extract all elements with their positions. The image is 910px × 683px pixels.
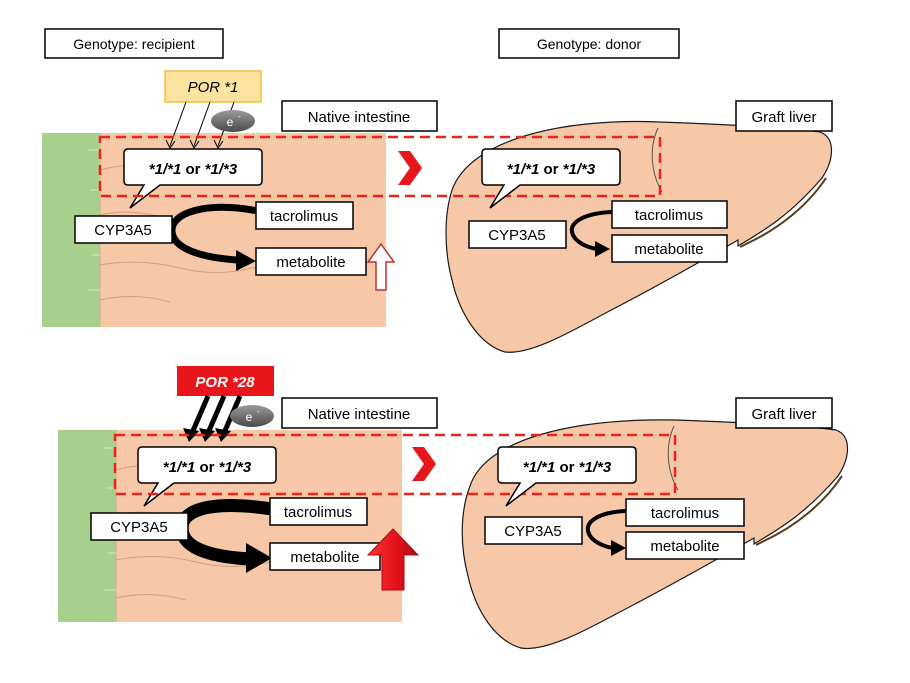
product-label: metabolite [290,549,359,566]
intestine-genotype-callout-top: *1/*1 or *1/*3 [123,148,263,209]
chevron-right-icon [398,151,422,185]
genotype-text: *1/*1 or *1/*3 [523,459,612,476]
por28-arrows [183,395,243,442]
native-intestine-label-bottom: Native intestine [281,397,438,429]
liver-genotype-callout-top: *1/*1 or *1/*3 [481,148,621,209]
cyp3a5-highlight-box [113,433,677,496]
increase-arrow-icon [366,528,420,591]
liver-metabolism-top: CYP3A5 tacrolimus metabolite [468,200,728,263]
graft-liver-label-bottom: Graft liver [735,397,833,429]
bottom-panel: POR *28 e - Native intestine Graft liver… [58,366,849,650]
donor-header: Genotype: donor [498,28,680,59]
intestine-genotype-callout-bottom: *1/*1 or *1/*3 [137,446,277,507]
substrate-label: tacrolimus [635,207,703,224]
liver-metabolism-bottom: CYP3A5 tacrolimus metabolite [484,498,745,560]
genotype-text: *1/*1 or *1/*3 [163,459,252,476]
enzyme-label: CYP3A5 [94,222,152,239]
enzyme-label: CYP3A5 [504,523,562,540]
product-label: metabolite [650,538,719,555]
intestine-metabolism-top: CYP3A5 tacrolimus metabolite [74,201,396,291]
product-label: metabolite [634,241,703,258]
cyp3a5-highlight-box [98,135,662,198]
native-intestine-text: Native intestine [308,109,411,126]
graft-liver-label-top: Graft liver [735,100,833,132]
enzyme-label: CYP3A5 [488,227,546,244]
native-intestine-label-top: Native intestine [281,100,438,132]
electron-charge: - [238,112,241,121]
electron-symbol: e [227,115,234,129]
por1-label-box: POR *1 [164,70,262,103]
por28-label: POR *28 [195,374,255,391]
product-label: metabolite [276,254,345,271]
enzyme-label: CYP3A5 [110,519,168,536]
genotype-text: *1/*1 or *1/*3 [149,161,238,178]
chevron-right-icon [412,447,436,481]
genotype-text: *1/*1 or *1/*3 [507,161,596,178]
substrate-label: tacrolimus [270,208,338,225]
electron-bottom: e - [230,405,274,427]
graft-liver-text: Graft liver [751,406,816,423]
metabolism-arrow [569,210,613,251]
top-panel: POR *1 e - Native intestine Graft liver [42,70,833,353]
electron-charge: - [257,407,260,416]
electron-symbol: e [246,410,253,424]
por1-label: POR *1 [188,79,239,96]
metabolism-arrow [585,509,627,550]
substrate-label: tacrolimus [651,505,719,522]
graft-liver-text: Graft liver [751,109,816,126]
recipient-header: Genotype: recipient [44,28,224,59]
recipient-header-text: Genotype: recipient [73,36,195,52]
por28-label-box: POR *28 [177,366,274,396]
native-intestine-text: Native intestine [308,406,411,423]
electron-top: e - [211,110,255,132]
substrate-label: tacrolimus [284,504,352,521]
increase-arrow-icon [366,242,396,291]
donor-header-text: Genotype: donor [537,36,642,52]
liver-genotype-callout-bottom: *1/*1 or *1/*3 [497,446,637,507]
intestine-metabolism-bottom: CYP3A5 tacrolimus metabolite [90,497,420,591]
